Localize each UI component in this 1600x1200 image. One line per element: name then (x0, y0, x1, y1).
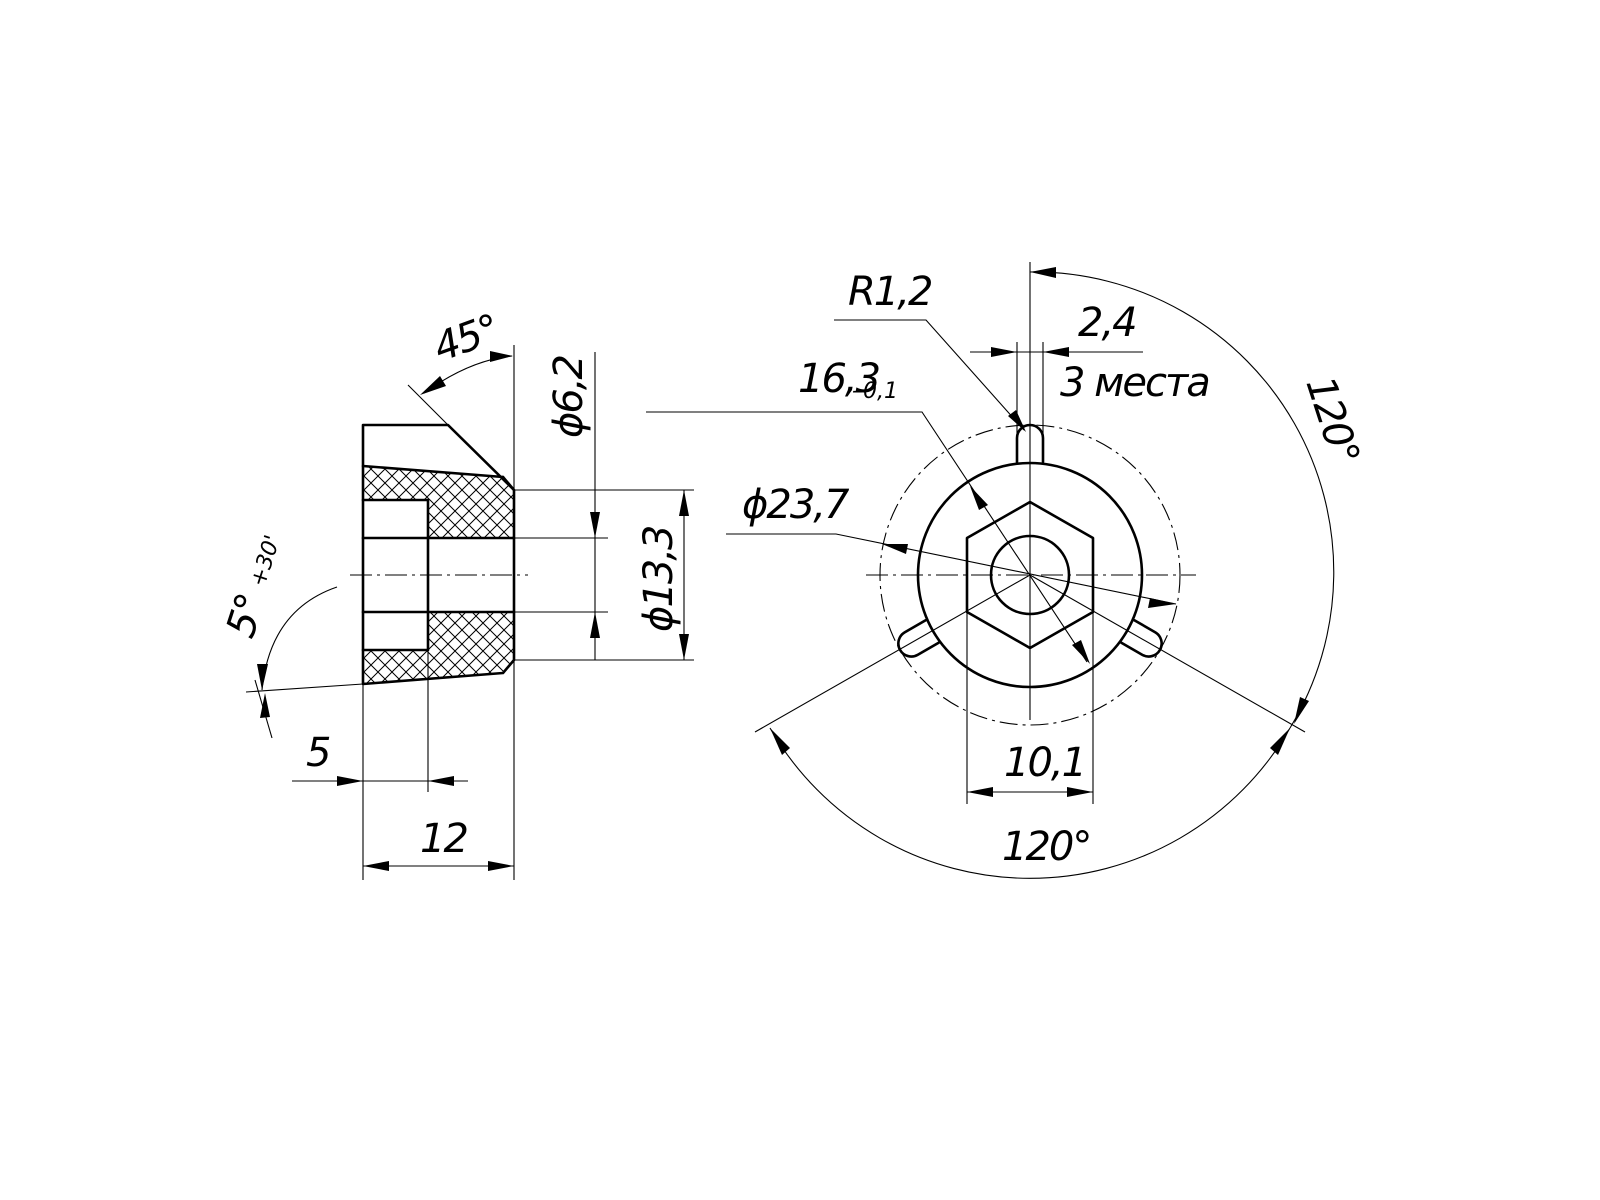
arrow-120b-a (770, 728, 790, 755)
dim-length-12: 12 (420, 816, 467, 862)
ext-taper-1 (245, 683, 364, 693)
dim-radius: R1,2 (848, 269, 931, 315)
arrow-taper-b (260, 693, 270, 718)
hatch-lower (363, 612, 514, 684)
arc-taper (261, 586, 338, 691)
arrow-120r-b (1294, 697, 1309, 724)
arrow-12-a (363, 861, 389, 871)
front-view: 120° 120° R1,2 2,4 3 места 16,3 –0,1 ϕ23… (646, 262, 1368, 879)
dim-45: 45° (428, 306, 505, 371)
dim-dia-163-tol: –0,1 (852, 379, 898, 404)
dim-angle-120-right: 120° (1296, 371, 1367, 469)
arrow-101-a (967, 787, 993, 797)
dim-depth-5: 5 (306, 730, 330, 776)
arrow-24-a (991, 347, 1017, 357)
hatch-upper (363, 466, 514, 538)
leader-237 (726, 533, 1177, 605)
ext-45-a (407, 384, 449, 426)
arrow-237-b (1148, 598, 1176, 608)
section-view: 45° ϕ6,2 ϕ13,3 5° +30' 5 1 (218, 306, 694, 880)
arrow-45-a (420, 376, 446, 395)
arrow-237-a (882, 544, 908, 554)
arrow-163-b (1072, 640, 1090, 664)
arrow-133-a (679, 490, 689, 516)
arc-120-right (1029, 271, 1335, 729)
taper-line-upper (361, 464, 505, 479)
dim-dia-163: 16,3 (798, 356, 879, 402)
arrow-120b-b (1270, 728, 1290, 755)
arrow-5-b (428, 776, 454, 786)
dim-taper-tol: +30' (246, 532, 286, 590)
pin-left (897, 618, 940, 658)
shoulder-edge (501, 475, 516, 492)
dim-slot-qty: 3 места (1060, 360, 1209, 406)
arrow-133-b (679, 634, 689, 660)
arrow-101-b (1067, 787, 1093, 797)
dim-dia-133: ϕ13,3 (636, 527, 682, 632)
dim-taper: 5° (218, 589, 275, 643)
arrow-12-b (488, 861, 514, 871)
radial-line-right (1029, 574, 1306, 733)
arrow-45-b (490, 351, 513, 362)
arrow-163-a (970, 486, 988, 510)
pin-right (1120, 618, 1163, 658)
arrow-24-b (1043, 347, 1069, 357)
dim-dia-62: ϕ6,2 (546, 356, 592, 438)
arrow-taper-a (257, 664, 268, 690)
leader-r12 (834, 319, 1025, 431)
dim-slot-width: 2,4 (1078, 300, 1136, 346)
arc-120-bottom (769, 727, 1291, 879)
dim-angle-120-bottom: 120° (1002, 824, 1090, 870)
arrow-62-a (590, 512, 600, 538)
arrow-5-a (337, 776, 363, 786)
arrow-62-b (590, 612, 600, 638)
dim-hex-width: 10,1 (1004, 740, 1085, 786)
dim-dia-237: ϕ23,7 (742, 482, 850, 528)
radial-line-left (754, 574, 1031, 733)
leader-163 (646, 411, 1088, 663)
arrow-120r-a (1030, 267, 1056, 278)
